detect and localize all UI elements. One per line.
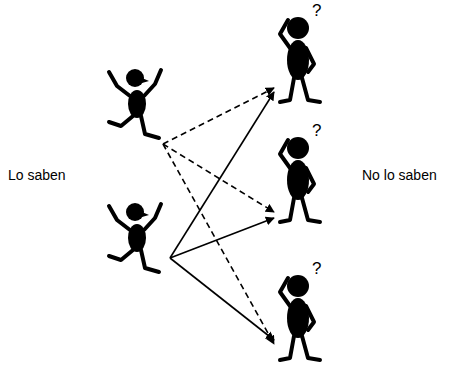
question-mark: ? [312,122,321,141]
group-label: Lo saben [8,168,66,183]
happy-figure [109,69,161,138]
question-mark: ? [312,2,321,21]
confused-figure [280,275,320,360]
group-label: No lo saben [362,168,437,183]
confused-figure [280,17,320,102]
solid-arrows [170,92,274,340]
question-mark: ? [312,260,321,279]
dashed-arrows [163,88,274,344]
confused-figure [280,137,320,222]
happy-figure [109,203,161,272]
